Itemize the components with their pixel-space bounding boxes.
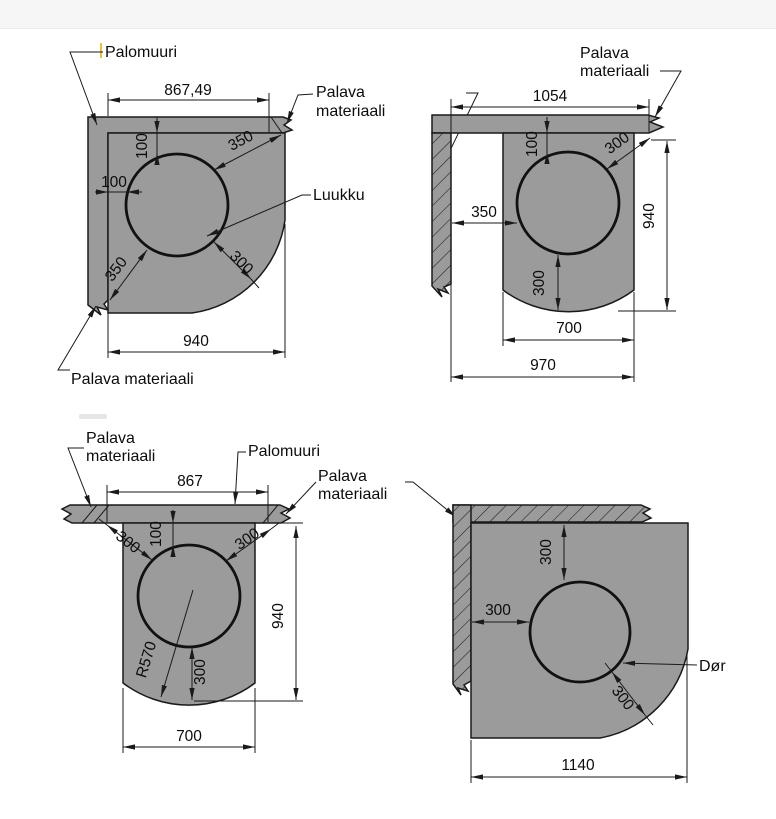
dim-value: 867 xyxy=(177,473,203,490)
label-text: Dør xyxy=(699,658,726,675)
label-text: materiaali xyxy=(316,103,385,120)
dim-value: 300 xyxy=(538,539,555,565)
dim-value: 100 xyxy=(524,131,541,157)
dim-top-gap: 300 xyxy=(538,525,567,580)
dim-bottom-width: 940 xyxy=(107,224,286,358)
break-mark xyxy=(262,504,279,524)
dim-top-gap: 100 xyxy=(524,117,550,164)
label-palava-top-right: Palava materiaali xyxy=(580,45,682,118)
dim-value: 350 xyxy=(471,204,497,221)
dim-top-width: 1054 xyxy=(450,88,650,382)
gray-artifact xyxy=(79,414,107,419)
dim-wall-gap: 350 xyxy=(452,204,517,226)
label-text: Palava xyxy=(86,430,135,447)
hatch-circle xyxy=(136,543,242,649)
label-text: Palomuuri xyxy=(105,44,177,61)
dim-bottom-width: 1140 xyxy=(470,652,688,783)
dim-top-gap: 100 xyxy=(134,117,160,165)
label-text: materiaali xyxy=(86,448,155,465)
hatch-circle xyxy=(515,150,621,256)
dim-value: 100 xyxy=(134,133,151,159)
dim-top-width: 867 xyxy=(106,473,269,522)
label-text: Luukku xyxy=(313,187,365,204)
label-text: Palava xyxy=(318,468,367,485)
dim-left-gap: 300 xyxy=(472,602,529,625)
dim-value: 940 xyxy=(641,203,658,229)
cursor-artifact xyxy=(100,43,102,58)
dim-value: 1140 xyxy=(561,757,595,774)
dim-inner-width: 700 xyxy=(502,292,635,382)
door-circle xyxy=(528,580,632,684)
dim-side-gap: 100 xyxy=(95,174,142,195)
dim-top-width: 867,49 xyxy=(107,82,270,132)
dim-value: 700 xyxy=(176,728,202,745)
label-palava-top-left: Palava materiaali xyxy=(67,430,155,508)
label-text: Palomuuri xyxy=(248,443,320,460)
label-text: Palava xyxy=(580,45,629,62)
label-luukku: Luukku xyxy=(206,187,365,237)
dim-height: 940 xyxy=(194,522,303,702)
label-text: materiaali xyxy=(318,486,387,503)
dim-value: 700 xyxy=(556,320,582,337)
hatch-circle xyxy=(124,152,230,258)
combustible-wall-top-hatch xyxy=(453,505,651,522)
label-text: materiaali xyxy=(580,63,649,80)
top-band xyxy=(0,0,776,28)
dim-value: 300 xyxy=(485,602,511,619)
dim-value: 300 xyxy=(531,270,548,296)
dim-value: 940 xyxy=(183,333,209,350)
dim-value: 300 xyxy=(192,659,209,685)
dim-value: 100 xyxy=(101,174,127,191)
dim-bottom-gap: 300 xyxy=(189,647,209,700)
combustible-wall-hatch xyxy=(432,133,451,297)
dim-bottom-gap: 300 xyxy=(531,255,561,310)
dim-bottom-width: 700 xyxy=(122,688,256,753)
dim-value: 100 xyxy=(148,521,165,547)
panel-bottom-right: 300 300 300 1140 Dør xyxy=(452,504,726,783)
label-palava-top-shared: Palava materiaali xyxy=(286,84,479,170)
panel-top-left: 867,49 100 100 350 350 300 xyxy=(57,44,479,388)
break-mark xyxy=(81,504,98,524)
dim-height: 940 xyxy=(618,139,676,312)
label-palomuuri: Palomuuri xyxy=(233,443,320,505)
dim-value: 970 xyxy=(530,357,556,374)
dim-value: 1054 xyxy=(533,88,568,105)
panel-bottom-left: 867 100 300 300 R570 300 xyxy=(60,430,457,753)
label-text: Palava xyxy=(316,84,365,101)
label-dor: Dør xyxy=(622,658,726,675)
dim-value: 867,49 xyxy=(164,82,211,99)
label-text: Palava materiaali xyxy=(71,371,194,388)
dim-outer-width: 970 xyxy=(451,357,634,380)
combustible-wall-left-hatch xyxy=(453,505,471,695)
dim-top-gap: 100 xyxy=(148,510,176,557)
dim-value: 940 xyxy=(270,603,287,629)
label-palomuuri: Palomuuri xyxy=(69,44,177,126)
break-mark xyxy=(270,116,283,134)
panel-top-right: 1054 100 350 300 940 300 xyxy=(431,45,682,382)
label-palava-bottom: Palava materiaali xyxy=(57,305,194,388)
label-palava-bottom-shared: Palava materiaali xyxy=(285,468,457,518)
